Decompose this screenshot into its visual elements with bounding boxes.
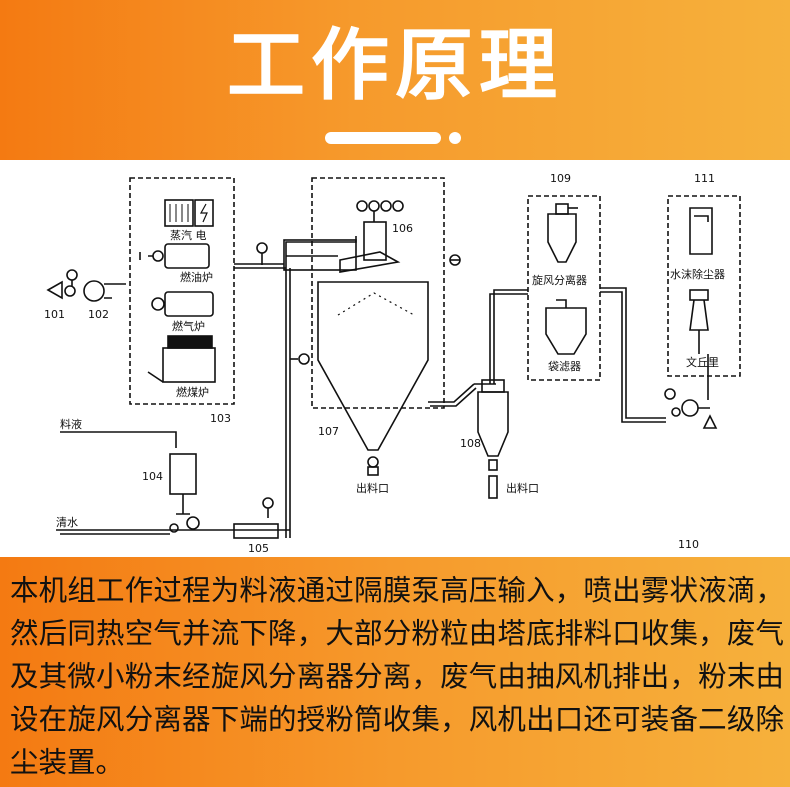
label-scrubber: 水沫除尘器 (670, 267, 725, 281)
bag-filter-icon (545, 307, 587, 355)
label-105: 105 (248, 542, 269, 555)
label-108: 108 (460, 437, 481, 450)
label-103: 103 (210, 412, 231, 425)
label-clear-water: 清水 (56, 516, 78, 529)
label-bag-filter: 袋滤器 (548, 359, 581, 373)
title-underline (325, 132, 465, 144)
label-111: 111 (694, 172, 715, 185)
drying-tower-107 (317, 281, 429, 451)
air-inlet-plenum (339, 251, 401, 273)
filter-105-icon (233, 523, 279, 539)
oil-furnace-icon (164, 243, 210, 269)
process-diagram: 101 102 103 104 105 106 107 108 109 110 … (0, 160, 790, 557)
label-109: 109 (550, 172, 571, 185)
label-101: 101 (44, 308, 65, 321)
feed-tank-104 (169, 453, 197, 495)
gas-furnace-icon (164, 291, 214, 317)
blower-102-icon (83, 280, 105, 302)
scrubber-111-icon (689, 207, 713, 255)
electric-heater-icon (194, 199, 214, 227)
description-panel: 本机组工作过程为料液通过隔膜泵高压输入，喷出雾状液滴，然后同热空气并流下降，大部… (0, 557, 790, 787)
label-outlet-108: 出料口 (506, 481, 539, 495)
label-steam-elec: 蒸汽 电 (170, 228, 207, 242)
steam-heater-icon (164, 199, 194, 227)
scrubber-group-box (667, 195, 741, 377)
process-diagram-svg: 101 102 103 104 105 106 107 108 109 110 … (44, 172, 741, 555)
page-title: 工作原理 (226, 21, 563, 111)
inlet-filter-icon (46, 280, 63, 300)
underline-bar (325, 132, 441, 144)
label-feed-liquid: 料液 (60, 417, 82, 431)
label-venturi: 文丘里 (686, 355, 719, 369)
cyclone-109-icon (547, 213, 577, 263)
air-distributor (283, 239, 357, 271)
label-106: 106 (392, 222, 413, 235)
coal-furnace-top (167, 335, 213, 349)
coal-furnace-icon (162, 347, 216, 383)
heater-group-box (129, 177, 235, 405)
label-102: 102 (88, 308, 109, 321)
header-banner: 工作原理 (0, 0, 790, 160)
separator-group-box (527, 195, 601, 381)
label-110: 110 (678, 538, 699, 551)
label-coal-furnace: 燃煤炉 (176, 385, 209, 399)
label-oil-furnace: 燃油炉 (180, 270, 213, 284)
label-104: 104 (142, 470, 163, 483)
label-cyclone: 旋风分离器 (532, 273, 587, 287)
label-gas-furnace: 燃气炉 (172, 319, 205, 333)
tower-group-box (311, 177, 445, 409)
exhaust-fan-110 (681, 399, 699, 417)
label-107: 107 (318, 425, 339, 438)
atomizer-106-icon (363, 221, 387, 261)
label-outlet-107: 出料口 (356, 481, 389, 495)
description-text: 本机组工作过程为料液通过隔膜泵高压输入，喷出雾状液滴，然后同热空气并流下降，大部… (10, 574, 784, 779)
cyclone-108 (477, 391, 509, 457)
underline-dot (449, 132, 461, 144)
